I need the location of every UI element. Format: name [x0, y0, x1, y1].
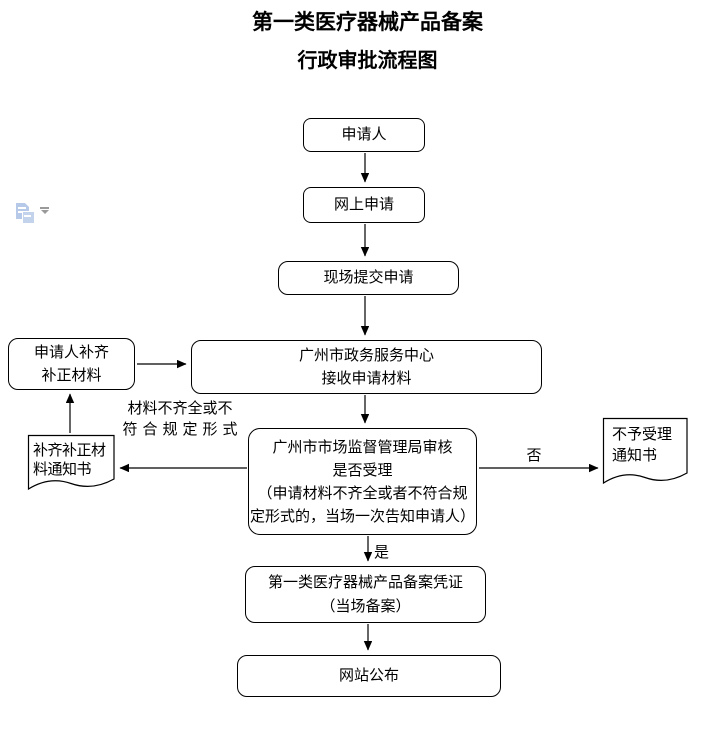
- doc-label-line: 料通知书: [33, 461, 92, 478]
- doc-label-line: 补齐补正材: [33, 442, 106, 459]
- node-online-application: 网上申请: [303, 187, 425, 223]
- node-website-publish: 网站公布: [237, 655, 501, 697]
- node-onsite-submission: 现场提交申请: [278, 261, 459, 295]
- doc-supplement-notice: 补齐补正材 料通知书: [33, 441, 113, 479]
- doc-label-line: 通知书: [612, 447, 658, 464]
- node-label-line: 是否受理: [332, 461, 393, 479]
- node-label-line: 广州市政务服务中心: [298, 347, 434, 364]
- node-label-line: （当场备案）: [320, 597, 411, 615]
- doc-shape-rejection-notice: [602, 417, 688, 485]
- node-label-line: 第一类医疗器械产品备案凭证: [267, 573, 463, 591]
- paste-options-button[interactable]: [14, 200, 52, 226]
- edge-label-line: 材料不齐全或不: [127, 400, 233, 417]
- node-label-line: （申请材料不齐全或者不符合规: [257, 484, 468, 502]
- doc-rejection-notice: 不予受理 通知书: [612, 424, 688, 466]
- node-label-line: 定形式的，当场一次告知申请人）: [249, 507, 475, 525]
- node-applicant: 申请人: [303, 118, 425, 152]
- page-title: 第一类医疗器械产品备案: [252, 10, 483, 34]
- node-label: 申请人: [341, 126, 387, 143]
- node-label: 网站公布: [338, 667, 399, 684]
- node-label: 现场提交申请: [323, 269, 414, 286]
- edge-label-no: 否: [526, 447, 542, 464]
- node-label: 网上申请: [333, 196, 394, 213]
- paste-options-icon: [16, 203, 34, 223]
- edge-label-incomplete-materials: 材料不齐全或不 符合规定形式: [114, 398, 246, 440]
- edge-label-yes: 是: [374, 544, 390, 561]
- node-label-line: 补正材料: [41, 367, 102, 384]
- node-label-line: 广州市市场监督管理局审核: [272, 438, 453, 456]
- doc-shape-supplement-notice: [27, 434, 115, 491]
- page-subtitle: 行政审批流程图: [297, 50, 438, 72]
- node-label-line: 申请人补齐: [33, 344, 109, 361]
- node-review-decision: 广州市市场监督管理局审核 是否受理 （申请材料不齐全或者不符合规 定形式的，当场…: [248, 428, 477, 535]
- edge-label-line: 符合规定形式: [122, 421, 243, 438]
- node-applicant-supplement: 申请人补齐 补正材料: [8, 338, 135, 390]
- node-label-line: 接收申请材料: [321, 370, 412, 387]
- node-service-center: 广州市政务服务中心 接收申请材料: [191, 340, 542, 394]
- doc-label-line: 不予受理: [612, 426, 673, 443]
- node-filing-certificate: 第一类医疗器械产品备案凭证 （当场备案）: [245, 566, 486, 623]
- dropdown-arrow-icon[interactable]: [40, 207, 49, 216]
